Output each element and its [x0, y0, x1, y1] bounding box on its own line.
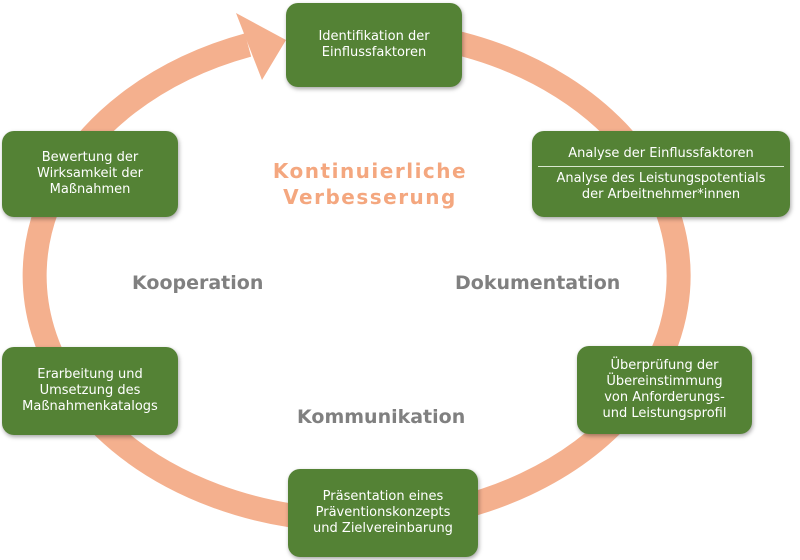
label-kommunikation: Kommunikation: [297, 406, 466, 428]
step-evaluation-line-2: Wirksamkeit der: [37, 166, 143, 181]
step-presentation-line-3: und Zielvereinbarung: [313, 521, 453, 536]
step-development-line-2: Umsetzung des: [39, 383, 141, 398]
step-analysis-top: Analyse der Einflussfaktoren: [568, 145, 754, 161]
step-review-line-1: Überprüfung der: [610, 358, 719, 373]
label-dokumentation: Dokumentation: [455, 272, 621, 294]
center-title-line-2: Verbesserung: [283, 185, 457, 209]
step-review-line-4: und Leistungsprofil: [602, 406, 727, 421]
step-analysis-bottom-line-1: Analyse des Leistungspotentials: [556, 170, 766, 186]
step-review: Überprüfung der Übereinstimmung von Anfo…: [577, 346, 752, 434]
step-identification: Identifikation der Einflussfaktoren: [286, 3, 462, 87]
step-development: Erarbeitung und Umsetzung des Maßnahmenk…: [2, 347, 178, 435]
step-analysis: Analyse der Einflussfaktoren Analyse des…: [532, 131, 790, 217]
step-presentation: Präsentation eines Präventionskonzepts u…: [288, 469, 478, 557]
step-presentation-line-1: Präsentation eines: [322, 489, 444, 504]
label-kooperation: Kooperation: [132, 272, 264, 294]
step-evaluation-line-1: Bewertung der: [41, 150, 139, 165]
step-review-line-2: Übereinstimmung: [606, 374, 723, 389]
step-evaluation-line-3: Maßnahmen: [49, 182, 131, 197]
step-evaluation: Bewertung der Wirksamkeit der Maßnahmen: [2, 131, 178, 217]
center-title-line-1: Kontinuierliche: [272, 159, 468, 183]
step-analysis-bottom-line-2: der Arbeitnehmer*innen: [581, 186, 741, 202]
cycle-arrow-head: [236, 13, 286, 80]
step-identification-line-2: Einflussfaktoren: [321, 45, 427, 60]
step-development-line-3: Maßnahmenkatalogs: [22, 399, 158, 414]
step-development-line-1: Erarbeitung und: [37, 367, 143, 382]
step-review-line-3: von Anforderungs-: [604, 390, 725, 405]
cycle-center-title: Kontinuierliche Verbesserung: [250, 158, 490, 210]
step-identification-line-1: Identifikation der: [318, 29, 430, 44]
step-analysis-divider: [538, 165, 784, 167]
step-presentation-line-2: Präventionskonzepts: [315, 505, 451, 520]
